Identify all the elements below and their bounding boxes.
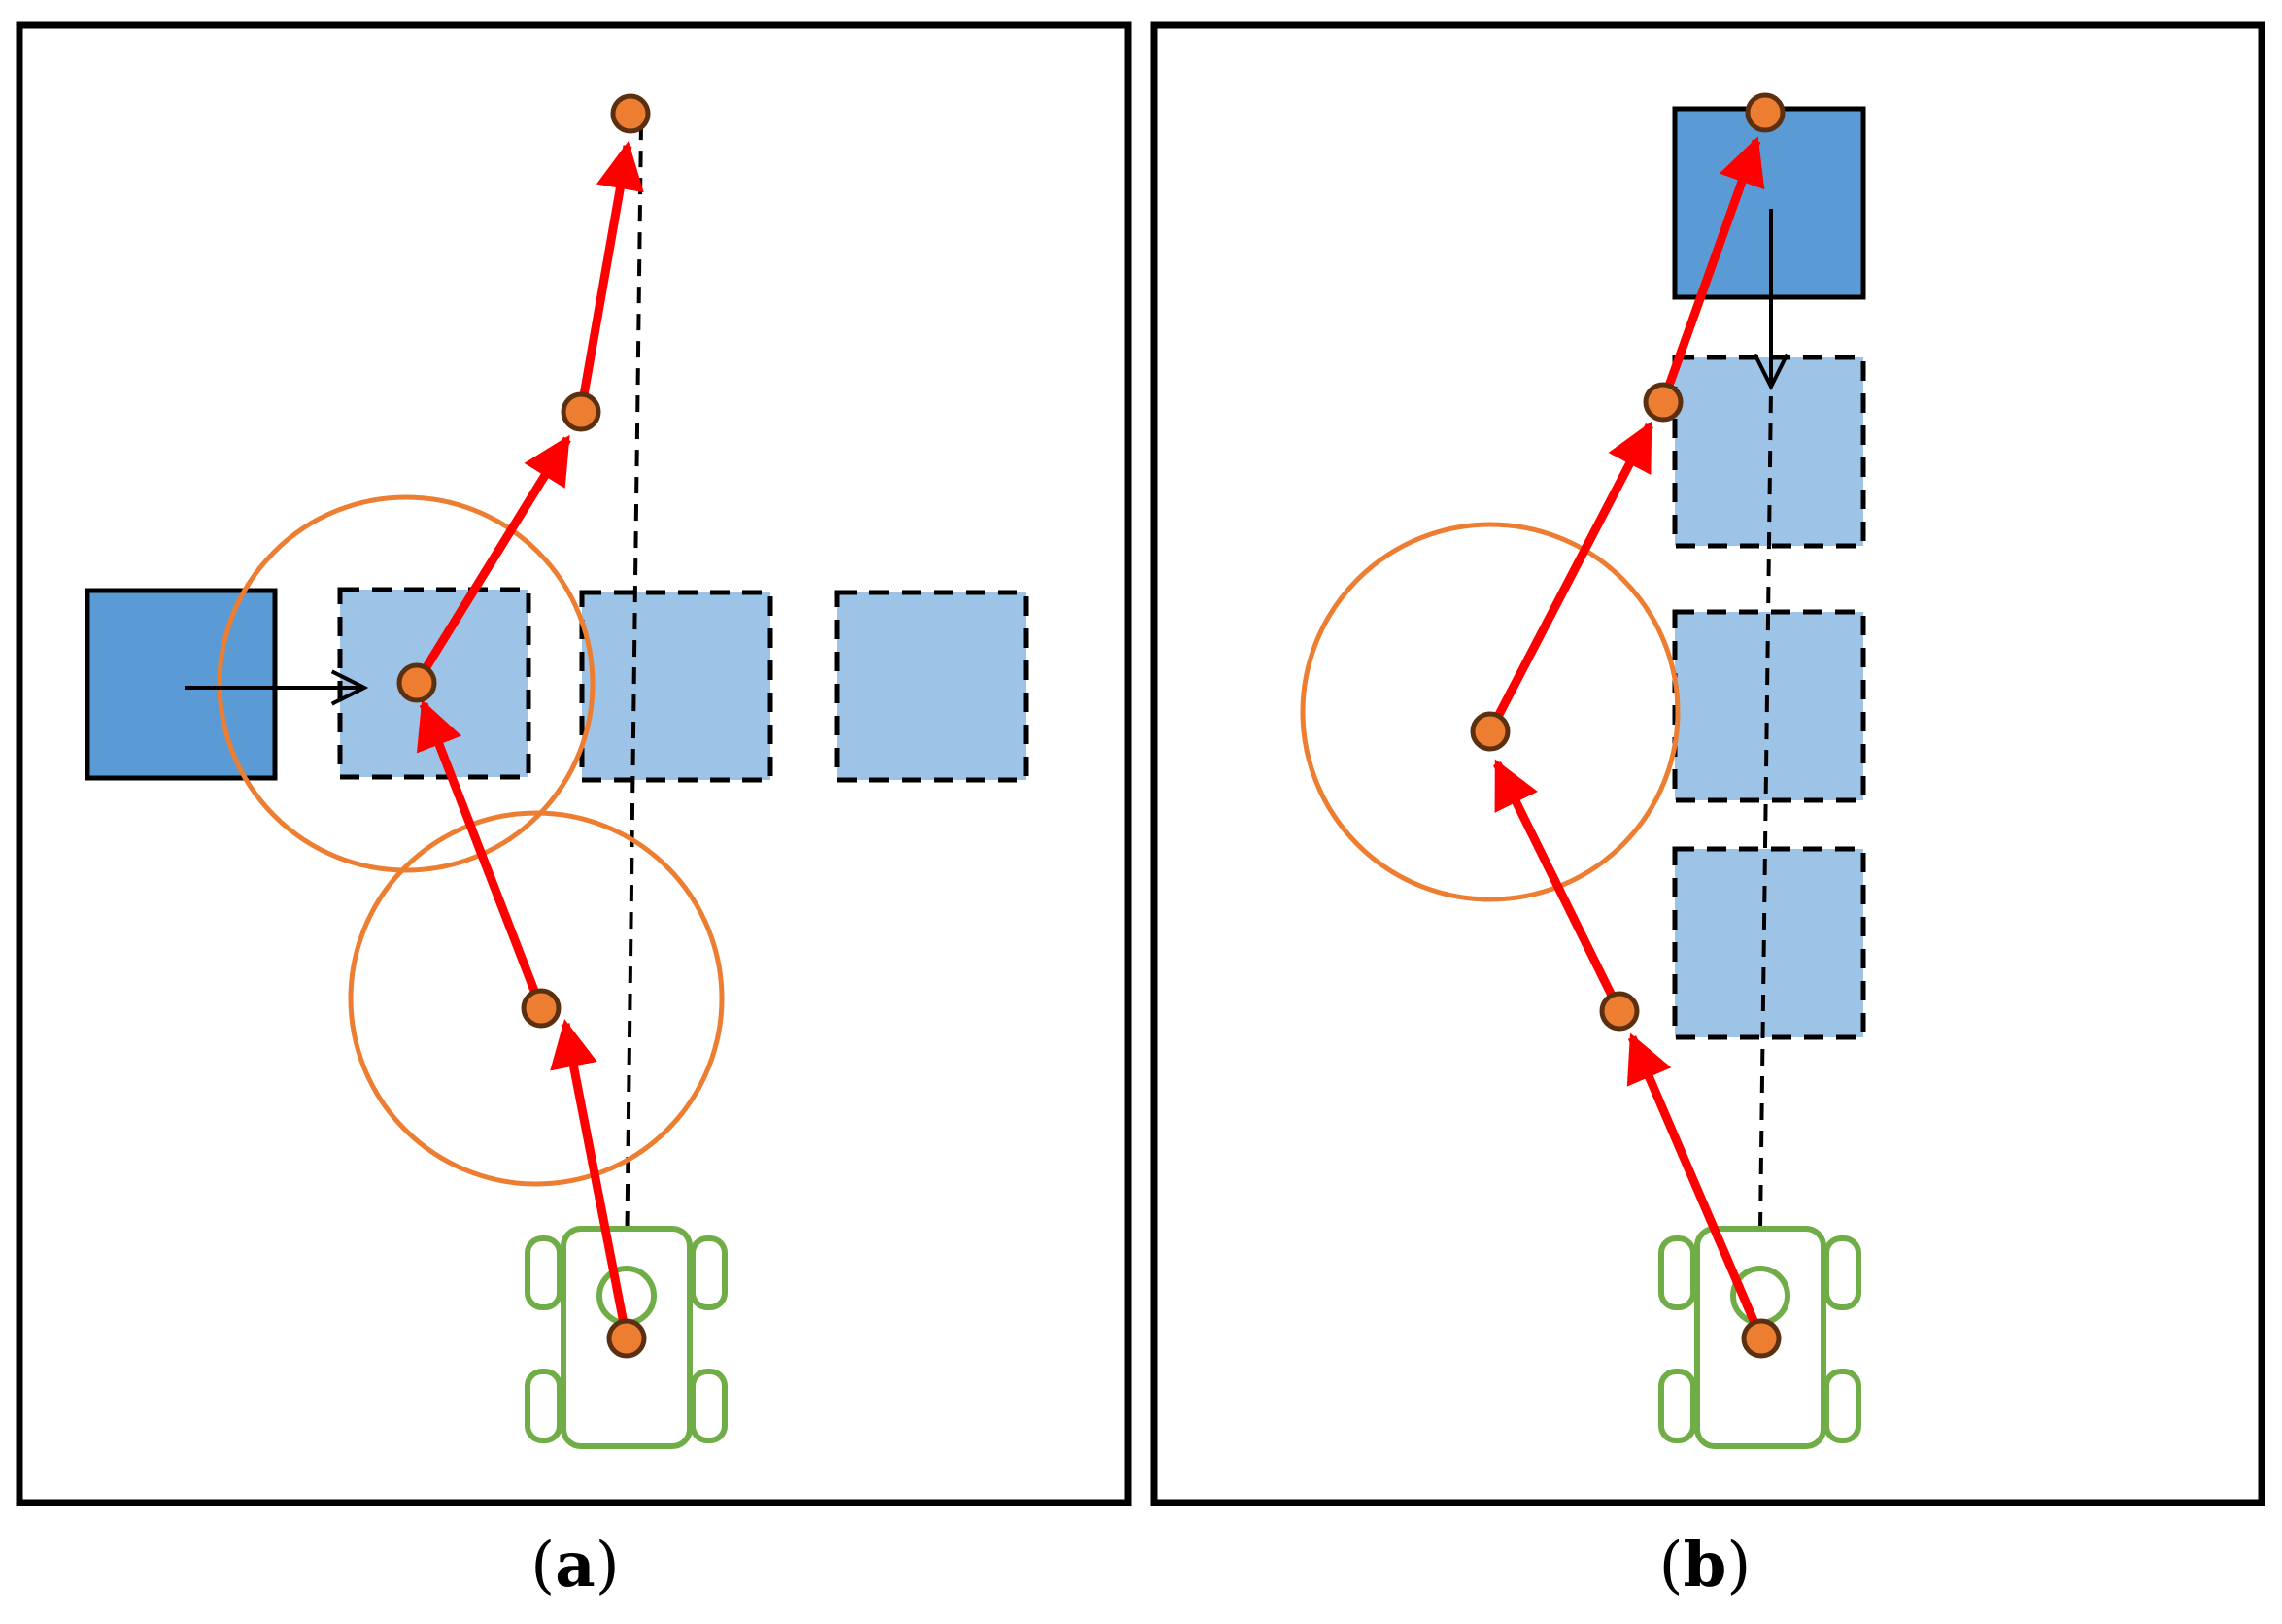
predicted-obstacle-b-2	[1672, 609, 1866, 803]
caption-b-open: (	[1658, 1530, 1684, 1602]
waypoint-icon	[396, 662, 437, 703]
predicted-obstacle-a-2	[579, 590, 773, 783]
caption-a-close: )	[595, 1530, 620, 1602]
waypoint-icon	[610, 93, 651, 134]
caption-a: (a)	[478, 1527, 672, 1605]
caption-a-open: (	[530, 1530, 556, 1602]
obstacle-square-icon	[85, 588, 278, 781]
panel-b	[1150, 21, 2265, 1506]
caption-b: (b)	[1608, 1527, 1802, 1605]
range-circle-a-1	[217, 494, 596, 873]
caption-a-letter: a	[555, 1529, 596, 1602]
waypoint-icon	[1470, 711, 1511, 752]
range-circle-b-1	[1300, 522, 1681, 902]
waypoint-icon	[606, 1318, 647, 1359]
waypoint-icon	[1741, 1318, 1782, 1359]
planned-path-b	[1486, 136, 1766, 1340]
predicted-obstacle-a-3	[834, 590, 1029, 783]
range-circle-a-2	[348, 810, 725, 1187]
predicted-obstacle-b-3	[1672, 846, 1866, 1040]
waypoints-a	[396, 93, 651, 1359]
planned-path-a	[413, 141, 644, 1339]
waypoint-icon	[1599, 991, 1640, 1032]
waypoint-icon	[561, 391, 601, 432]
caption-b-letter: b	[1683, 1529, 1727, 1602]
waypoint-icon	[1643, 382, 1684, 423]
robot-vehicle-icon	[525, 1226, 728, 1449]
waypoint-icon	[1745, 92, 1786, 133]
waypoints-b	[1470, 92, 1786, 1359]
panel-a	[16, 21, 1132, 1506]
waypoint-icon	[521, 988, 562, 1029]
caption-b-close: )	[1726, 1530, 1752, 1602]
reference-line-b	[1758, 388, 1773, 1230]
